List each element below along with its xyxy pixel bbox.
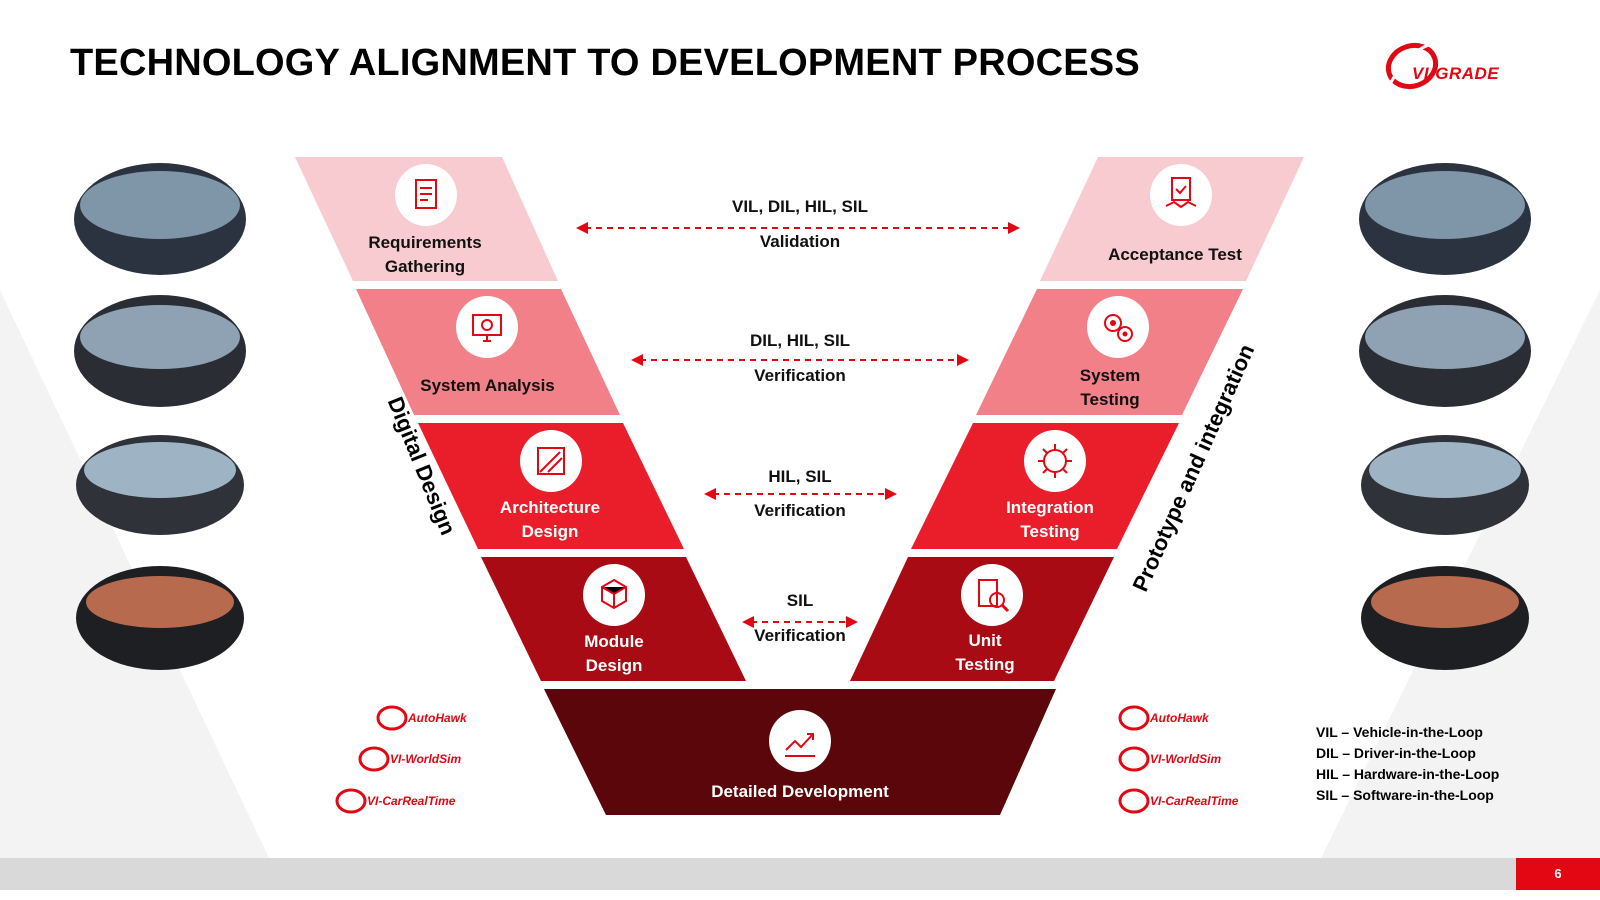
system-testing-gears-icon <box>1087 296 1149 358</box>
link-top-verification-3: SIL <box>786 591 814 610</box>
vi-grade-logo <box>1385 40 1443 90</box>
brand-worldsim-left: VI-WorldSim <box>390 752 462 766</box>
brand-carrealtime-right: VI-CarRealTime <box>1150 794 1239 808</box>
simulator-photos-right <box>1359 163 1531 670</box>
unit-testing-magnifier-icon <box>961 564 1023 626</box>
stage-label-architecture: Architecture Design <box>499 498 601 541</box>
simulator-photos-left <box>74 163 246 670</box>
link-bottom-verification-3: Verification <box>754 626 846 645</box>
brand-worldsim-right: VI-WorldSim <box>1150 752 1222 766</box>
link-top-validation: VIL, DIL, HIL, SIL <box>732 197 868 216</box>
stage-label-integration: Integration Testing <box>1006 498 1094 541</box>
stage-label-acceptance: Acceptance Test <box>1108 245 1242 264</box>
footer-bar <box>0 858 1600 890</box>
brand-carrealtime-left: VI-CarRealTime <box>367 794 456 808</box>
stage-label-system-analysis: System Analysis <box>420 376 555 395</box>
requirements-clipboard-icon <box>395 164 457 226</box>
brand-autohawk-right: AutoHawk <box>1150 711 1209 725</box>
link-top-verification-2: HIL, SIL <box>768 467 832 486</box>
legend-item: SIL – Software-in-the-Loop <box>1316 787 1494 803</box>
logo-text: VI-GRADE <box>1412 64 1500 83</box>
legend-item: DIL – Driver-in-the-Loop <box>1316 745 1476 761</box>
link-bottom-verification-1: Verification <box>754 366 846 385</box>
stage-label-module: Module Design <box>584 632 644 675</box>
stage-label-unit: Unit Testing <box>955 631 1015 674</box>
legend-item: HIL – Hardware-in-the-Loop <box>1316 766 1500 782</box>
integration-chip-icon <box>1024 430 1086 492</box>
legend-item: VIL – Vehicle-in-the-Loop <box>1316 724 1483 740</box>
development-growth-icon <box>769 710 831 772</box>
stage-label-system-testing: System Testing <box>1079 366 1141 409</box>
architecture-drafting-icon <box>520 430 582 492</box>
link-bottom-validation: Validation <box>759 232 841 251</box>
stage-label-detailed-development: Detailed Development <box>711 782 889 801</box>
link-top-verification-1: DIL, HIL, SIL <box>749 331 851 350</box>
page-title: TECHNOLOGY ALIGNMENT TO DEVELOPMENT PROC… <box>70 42 1140 84</box>
stage-label-requirements: Requirements Gathering <box>368 233 482 276</box>
acronym-legend: VIL – Vehicle-in-the-Loop DIL – Driver-i… <box>1316 722 1499 806</box>
acceptance-handshake-icon <box>1150 164 1212 226</box>
brand-autohawk-left: AutoHawk <box>408 711 467 725</box>
page-number: 6 <box>1516 858 1600 890</box>
link-bottom-verification-2: Verification <box>754 501 846 520</box>
system-analysis-monitor-icon <box>456 296 518 358</box>
module-cubes-icon <box>583 564 645 626</box>
